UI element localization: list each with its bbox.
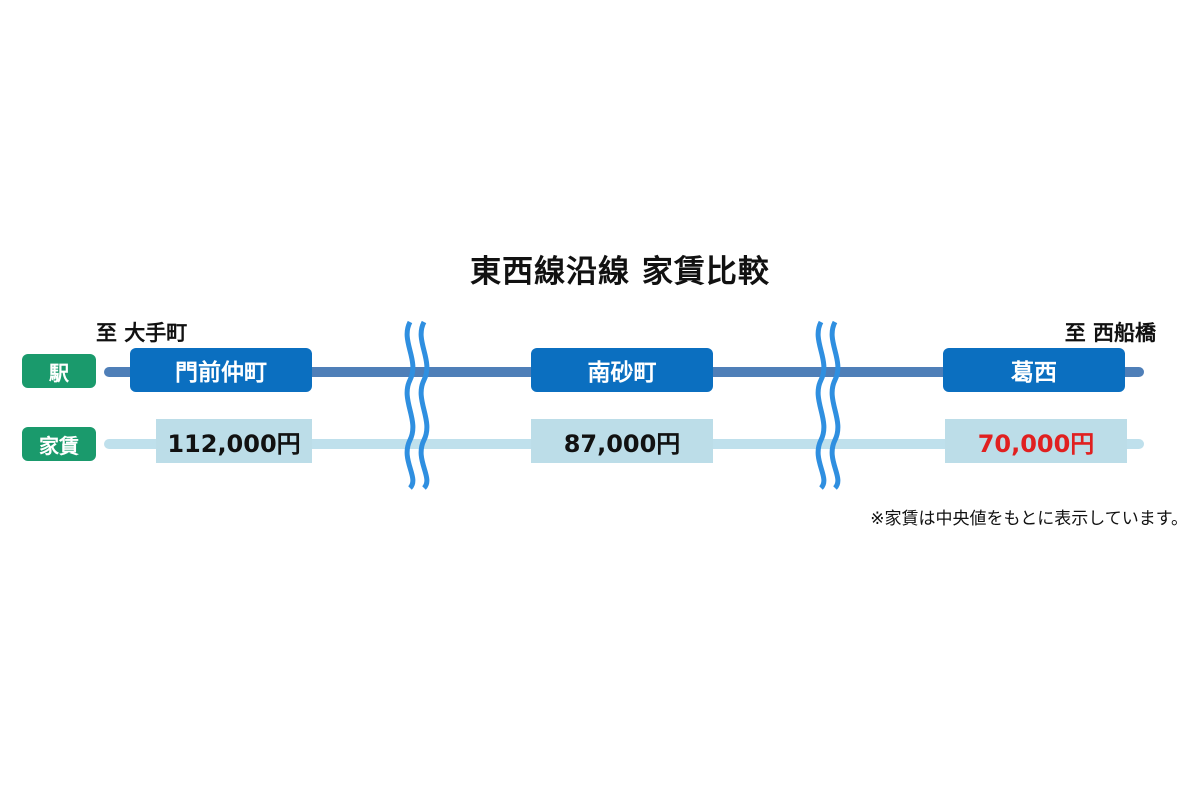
rent-row-label: 家賃	[22, 427, 96, 461]
line-break-mark-left	[404, 320, 430, 490]
station-box-minami-sunamachi: 南砂町	[531, 348, 713, 392]
station-box-monzen-nakacho: 門前仲町	[130, 348, 312, 392]
rent-box-minami-sunamachi: 87,000円	[531, 419, 713, 463]
rent-box-monzen-nakacho: 112,000円	[156, 419, 312, 463]
diagram-title: 東西線沿線 家賃比較	[470, 254, 770, 290]
footnote: ※家賃は中央値をもとに表示しています。	[870, 509, 1188, 529]
line-break-mark-right	[815, 320, 841, 490]
station-row-label: 駅	[22, 354, 96, 388]
station-box-kasai: 葛西	[943, 348, 1125, 392]
rent-box-kasai: 70,000円	[945, 419, 1127, 463]
direction-left-label: 至 大手町	[96, 321, 188, 345]
direction-right-label: 至 西船橋	[1064, 321, 1156, 345]
